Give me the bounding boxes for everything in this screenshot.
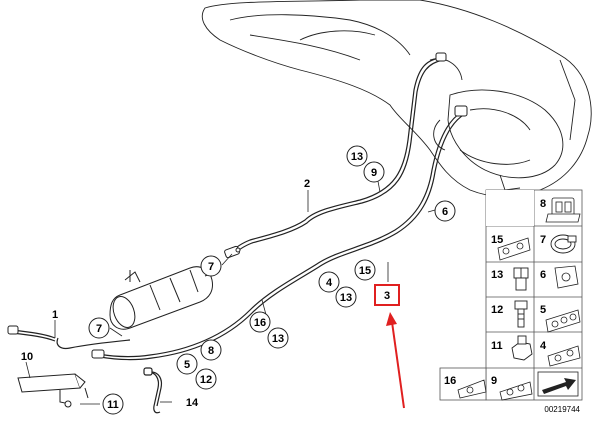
callout-9-label: 9: [371, 167, 377, 179]
clip-icon-16: [457, 379, 487, 399]
callout-13-low: 13: [267, 327, 289, 349]
line-fittings: [7, 52, 468, 359]
short-line-drawing: [143, 367, 163, 414]
highlight-part-3-label: 3: [384, 290, 390, 302]
callout-9: 9: [363, 161, 385, 183]
callout-13-mid: 13: [335, 286, 357, 308]
callout-13-mid-label: 13: [340, 292, 352, 304]
leader-lines: [25, 175, 436, 405]
grid-label-4: 4: [540, 340, 547, 352]
callout-11: 11: [102, 393, 124, 415]
callout-13-top-label: 13: [351, 151, 363, 163]
clip-icon-4: [547, 345, 581, 367]
arrow-icon: [537, 371, 579, 397]
highlight-part-3: 3: [374, 284, 400, 306]
hose-clamp-icon: [550, 234, 577, 254]
label-2: 2: [304, 178, 310, 190]
callout-13-low-label: 13: [272, 333, 284, 345]
nut-icon: [513, 267, 529, 291]
callout-8: 8: [200, 339, 222, 361]
label-14: 14: [186, 397, 199, 409]
grid-label-16: 16: [444, 375, 456, 387]
label-1: 1: [52, 309, 58, 321]
callout-4: 4: [318, 271, 340, 293]
grid-label-8: 8: [540, 198, 546, 210]
bolt-icon: [514, 300, 528, 328]
callout-15-label: 15: [359, 265, 371, 277]
callout-13-top: 13: [346, 145, 368, 167]
bracket-drawing: [17, 373, 89, 408]
callout-7-mid-label: 7: [208, 261, 214, 273]
grid-label-15: 15: [491, 234, 503, 246]
grid-label-12: 12: [491, 304, 503, 316]
callout-7-left: 7: [88, 317, 110, 339]
clip-icon: [545, 197, 581, 223]
pointer-arrow: [386, 312, 405, 409]
multi-clip-icon: [499, 381, 533, 401]
grid-label-13: 13: [491, 269, 503, 281]
callout-12: 12: [195, 368, 217, 390]
grid-label-6: 6: [540, 269, 546, 281]
callout-4-label: 4: [326, 277, 333, 289]
callout-11-label: 11: [107, 399, 119, 411]
callout-15: 15: [354, 259, 376, 281]
callout-8-label: 8: [208, 345, 214, 357]
callout-6: 6: [434, 200, 456, 222]
callout-7-mid: 7: [200, 255, 222, 277]
grid-label-9: 9: [491, 375, 497, 387]
parts-grid: 8 15 7 13 6: [439, 189, 583, 401]
callout-5-label: 5: [184, 359, 190, 371]
callout-12-label: 12: [200, 374, 212, 386]
label-10: 10: [21, 351, 33, 363]
callout-5: 5: [176, 353, 198, 375]
fuel-tank-drawing: [201, 0, 592, 198]
double-clip-icon: [497, 237, 531, 261]
reference-number: 00219744: [544, 405, 580, 414]
callout-16-label: 16: [254, 317, 266, 329]
callout-6-label: 6: [442, 206, 448, 218]
hex-nut-icon: [511, 335, 533, 361]
callout-7-left-label: 7: [96, 323, 102, 335]
grid-label-7: 7: [540, 234, 546, 246]
clip-icon-6: [554, 265, 579, 289]
triple-clip-icon: [545, 309, 581, 333]
grid-label-5: 5: [540, 304, 546, 316]
grid-label-11: 11: [491, 340, 503, 352]
callout-16: 16: [249, 311, 271, 333]
fuel-filter-drawing: [109, 266, 221, 330]
